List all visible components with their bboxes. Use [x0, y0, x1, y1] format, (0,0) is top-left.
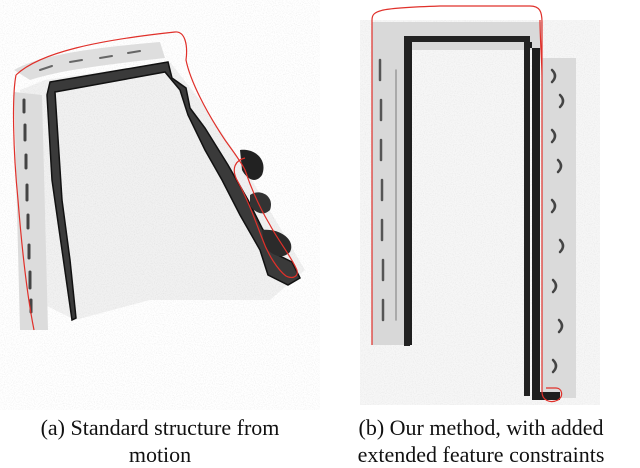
caption-b-line1: (b) Our method, with added [358, 415, 604, 440]
caption-a-line1: (a) Standard structure from [40, 415, 280, 440]
right-wall-marks [550, 68, 565, 374]
left-wall-marks [22, 98, 33, 314]
caption-b-line2: extended feature constraints [357, 442, 605, 467]
left-corridor-band [14, 92, 48, 330]
right-corridor-band [542, 58, 576, 398]
reconstructed-wall-outline [46, 61, 301, 322]
caption-standard-sfm: (a) Standard structure from motion [0, 414, 320, 468]
point-cloud-map-ours [360, 5, 600, 405]
left-wall-marks [378, 58, 397, 322]
caption-our-method: (b) Our method, with added extended feat… [322, 414, 640, 468]
camera-trajectory [371, 5, 563, 403]
top-inner-wall [404, 36, 530, 42]
panel-our-method [320, 0, 640, 410]
panel-standard-sfm [0, 0, 320, 410]
camera-trajectory [12, 31, 298, 331]
caption-a-line2: motion [128, 442, 192, 467]
point-cloud-map-standard [0, 0, 320, 410]
top-corridor-band [14, 42, 165, 80]
feature-cluster-3 [262, 229, 292, 257]
right-inner-wall [524, 36, 530, 396]
left-inner-wall [404, 36, 410, 346]
top-wall-marks [39, 50, 141, 71]
